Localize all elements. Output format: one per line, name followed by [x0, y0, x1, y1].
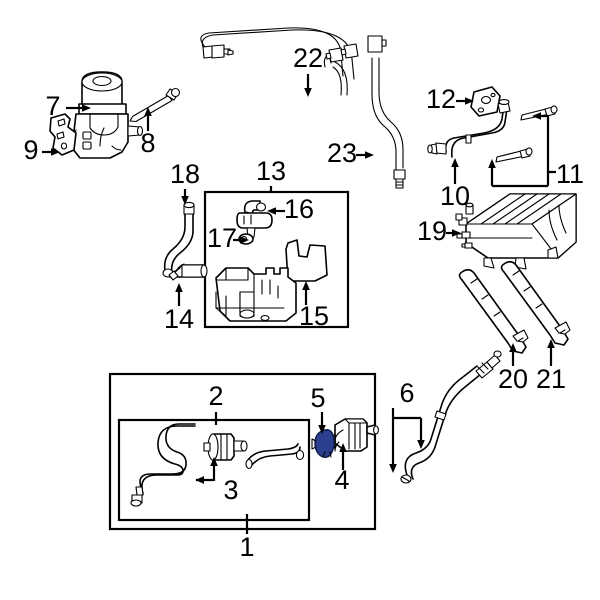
part-vapor-canister-assembly[interactable]	[215, 267, 297, 322]
callout-number-20[interactable]: 20	[498, 364, 528, 394]
part-purge-valve-grommet[interactable]	[311, 428, 335, 459]
callout-number-23[interactable]: 23	[327, 138, 357, 168]
callout-number-7[interactable]: 7	[45, 91, 60, 121]
part-egr-tube-bolt[interactable]	[495, 105, 558, 163]
part-egr-tube[interactable]	[427, 99, 511, 158]
callout-number-8[interactable]: 8	[140, 128, 155, 158]
part-canister-bracket-right[interactable]	[500, 260, 571, 346]
callout-number-13[interactable]: 13	[256, 156, 286, 186]
callout-number-21[interactable]: 21	[536, 364, 566, 394]
callout-number-3[interactable]: 3	[223, 475, 238, 505]
callout-number-22[interactable]: 22	[293, 43, 323, 73]
callout-number-14[interactable]: 14	[164, 304, 194, 334]
callout-number-2[interactable]: 2	[208, 381, 223, 411]
callout-number-6[interactable]: 6	[399, 378, 414, 408]
callout-number-17[interactable]: 17	[207, 223, 237, 253]
callout-number-11[interactable]: 11	[556, 159, 584, 189]
part-vapor-canister[interactable]	[455, 193, 577, 270]
part-oxygen-sensor-upstream[interactable]	[200, 27, 359, 96]
part-vent-valve[interactable]	[168, 263, 208, 281]
callout-number-16[interactable]: 16	[284, 194, 314, 224]
callout-number-9[interactable]: 9	[23, 135, 38, 165]
part-egr-tube-gasket[interactable]	[470, 86, 501, 117]
callout-number-15[interactable]: 15	[299, 301, 329, 331]
part-canister-hose[interactable]	[162, 201, 195, 278]
part-purge-line-hose[interactable]	[130, 423, 305, 507]
leader-lines	[42, 74, 556, 534]
callout-number-4[interactable]: 4	[334, 465, 349, 495]
callout-number-10[interactable]: 10	[440, 181, 470, 211]
callout-number-19[interactable]: 19	[417, 216, 447, 246]
part-egr-valve-gasket[interactable]	[49, 113, 77, 156]
part-canister-close-valve[interactable]	[236, 200, 273, 240]
callout-number-1[interactable]: 1	[239, 532, 254, 562]
callout-number-12[interactable]: 12	[426, 84, 456, 114]
part-egr-valve-bolt[interactable]	[129, 87, 181, 123]
part-purge-valve-inline[interactable]	[203, 433, 248, 461]
part-canister-bracket-left[interactable]	[458, 268, 529, 354]
callout-number-5[interactable]: 5	[310, 383, 325, 413]
part-vent-hose[interactable]	[400, 350, 502, 484]
part-oxygen-sensor-downstream[interactable]	[367, 35, 406, 189]
part-egr-valve[interactable]	[71, 71, 144, 159]
callout-number-18[interactable]: 18	[170, 159, 200, 189]
